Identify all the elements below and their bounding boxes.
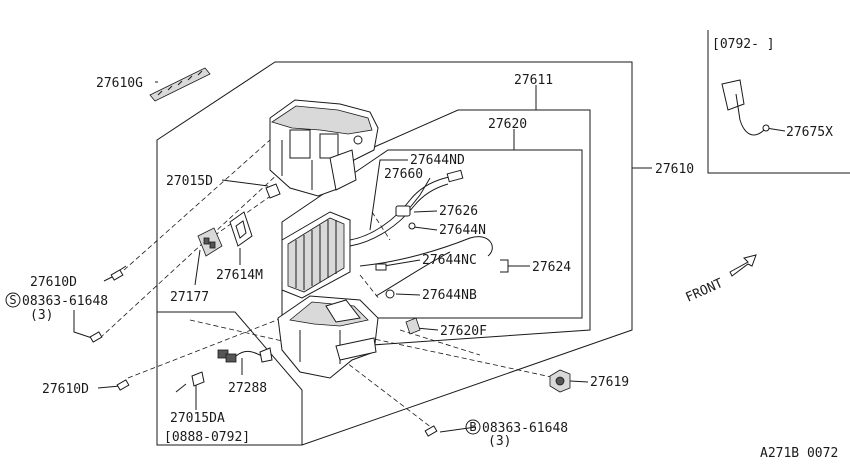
label-27620: 27620 [488,117,527,132]
label-front: FRONT [684,276,726,306]
part-27614M-gasket [229,211,253,247]
label-inset-range: [0792- ] [712,37,775,52]
part-27644NB-oring [385,289,395,299]
part-27620F-pad [405,317,421,335]
part-27610D-screw-top [110,265,127,281]
part-27675X-aspirator [721,79,770,136]
part-27626-valve [395,205,416,230]
label-27610D-top: 27610D [30,275,77,290]
label-27611: 27611 [514,73,553,88]
label-27614M: 27614M [216,268,263,283]
label-27619: 27619 [590,375,629,390]
part-27620-evaporator [281,211,351,299]
leader-lines [73,81,786,433]
label-screw-b-code: 08363-61648 [482,421,568,436]
label-27610D-bottom: 27610D [42,382,89,397]
screw-s-mark-text: S [9,293,16,307]
assembly-frame-27611 [371,109,591,346]
label-lower-range: [0888-0792] [164,430,250,445]
label-screw-s-qty: (3) [30,308,53,323]
label-27288: 27288 [228,381,267,396]
part-27624-sensor-tube [359,236,493,297]
assembly-frame-27610 [156,61,633,446]
label-27610: 27610 [655,162,694,177]
label-27675X: 27675X [786,125,833,140]
label-27177: 27177 [170,290,209,305]
part-27610D-screw-bottom [116,379,130,391]
label-27610G: 27610G [96,76,143,91]
part-27177-resistor [197,227,223,257]
dashed-assembly-lines [99,139,557,429]
part-screw-b [424,425,438,437]
label-27644ND: 27644ND [410,153,465,168]
part-screw-s [89,331,103,343]
label-27644N: 27644N [439,223,486,238]
screw-b-marker: B [465,419,481,435]
part-27610G-seal-strip [149,67,211,102]
part-upper-housing [269,99,379,197]
screw-s-marker: S [5,292,21,308]
part-labels: 27610G 27611 27620 27644ND 27660 27626 2… [22,37,838,461]
label-27015DA: 27015DA [170,411,225,426]
part-27619-sensor [549,369,571,393]
label-27624: 27624 [532,260,571,275]
part-27015D-clip [265,183,281,199]
label-27626: 27626 [439,204,478,219]
part-27288-harness [217,347,273,363]
front-arrow-icon [729,254,757,277]
assembly-frame-27620 [281,149,583,319]
figure-code: A271B 0072 [760,446,838,461]
part-27015DA-bracket [175,371,205,393]
label-27620F: 27620F [440,324,487,339]
label-screw-s-code: 08363-61648 [22,294,108,309]
label-27660: 27660 [384,167,423,182]
screw-b-mark-text: B [469,420,476,434]
part-27660-pipe [349,169,464,247]
label-screw-b-qty: (3) [488,434,511,449]
inset-frame [707,30,850,174]
frames [156,30,850,446]
part-lower-housing [277,295,379,379]
label-27644NB: 27644NB [422,288,477,303]
label-27644NC: 27644NC [422,253,477,268]
label-27015D: 27015D [166,174,213,189]
